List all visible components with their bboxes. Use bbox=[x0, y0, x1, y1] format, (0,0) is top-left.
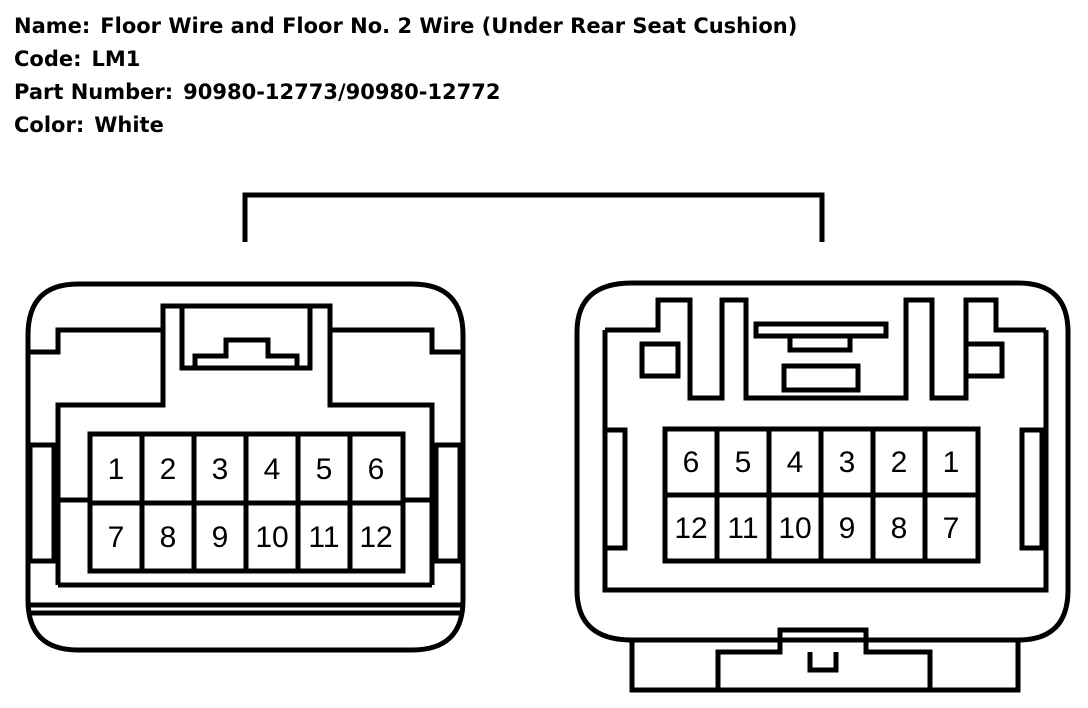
pin-grid-lines bbox=[90, 429, 978, 571]
color-line: Color: White bbox=[14, 109, 797, 142]
pin-label: 3 bbox=[839, 446, 856, 479]
pin-label: 8 bbox=[891, 512, 908, 545]
pin-label: 10 bbox=[255, 521, 288, 554]
pin-label: 1 bbox=[943, 446, 960, 479]
pin-label: 4 bbox=[787, 446, 804, 479]
pin-label: 2 bbox=[891, 446, 908, 479]
color-label: Color: bbox=[14, 113, 85, 137]
code-label: Code: bbox=[14, 47, 82, 71]
pin-label: 1 bbox=[108, 453, 125, 486]
pin-label: 6 bbox=[683, 446, 700, 479]
pin-label: 12 bbox=[674, 512, 707, 545]
mating-bracket bbox=[242, 192, 825, 242]
part-number-label: Part Number: bbox=[14, 80, 174, 104]
pin-label: 5 bbox=[735, 446, 752, 479]
pin-label: 7 bbox=[108, 521, 125, 554]
pin-label: 10 bbox=[778, 512, 811, 545]
right-connector-pins: 6 5 4 3 2 1 12 11 10 9 8 7 bbox=[674, 446, 959, 545]
color-value: White bbox=[94, 113, 164, 137]
code-line: Code: LM1 bbox=[14, 43, 797, 76]
pin-label: 6 bbox=[368, 453, 385, 486]
pin-label: 3 bbox=[212, 453, 229, 486]
part-number-line: Part Number: 90980-12773/90980-12772 bbox=[14, 76, 797, 109]
part-number-value: 90980-12773/90980-12772 bbox=[183, 80, 501, 104]
pin-label: 11 bbox=[308, 521, 339, 554]
name-label: Name: bbox=[14, 14, 91, 38]
pin-label: 7 bbox=[943, 512, 960, 545]
name-value: Floor Wire and Floor No. 2 Wire (Under R… bbox=[100, 14, 798, 38]
pin-label: 12 bbox=[359, 521, 392, 554]
pin-label: 9 bbox=[212, 521, 229, 554]
pin-label: 8 bbox=[160, 521, 177, 554]
name-line: Name: Floor Wire and Floor No. 2 Wire (Un… bbox=[14, 10, 797, 43]
left-connector-pins: 1 2 3 4 5 6 7 8 9 10 11 12 bbox=[108, 453, 393, 554]
pin-label: 9 bbox=[839, 512, 856, 545]
connector-info: Name: Floor Wire and Floor No. 2 Wire (Un… bbox=[14, 10, 797, 142]
pin-label: 11 bbox=[727, 512, 758, 545]
pin-label: 5 bbox=[316, 453, 333, 486]
code-value: LM1 bbox=[91, 47, 141, 71]
pin-label: 2 bbox=[160, 453, 177, 486]
pin-label: 4 bbox=[264, 453, 281, 486]
